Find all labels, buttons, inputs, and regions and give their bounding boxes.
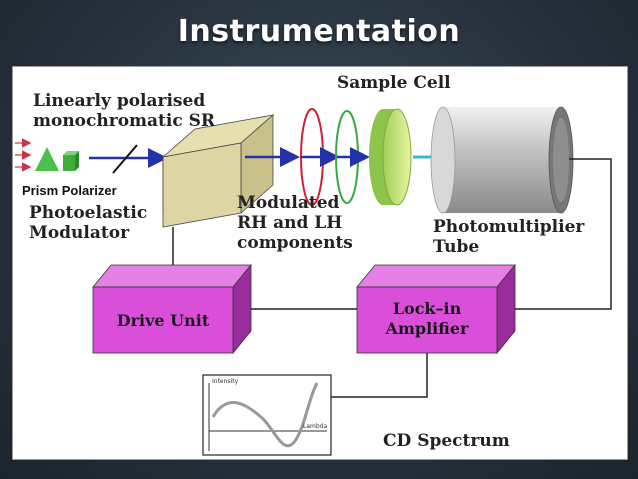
drive-unit-label: Drive Unit [116, 311, 210, 330]
instrument-diagram [15, 106, 612, 456]
label-modulated-components: Modulated RH and LH components [237, 193, 353, 253]
cd-spectrum-graph [202, 374, 332, 456]
label-cd-spectrum: CD Spectrum [383, 431, 510, 451]
photoelastic-modulator [161, 114, 275, 228]
source-arrows [15, 138, 32, 172]
label-prism-polarizer: Prism Polarizer [22, 183, 117, 198]
graph-y-label: Intensity [212, 378, 239, 385]
label-sample-cell: Sample Cell [337, 73, 451, 93]
label-photomultiplier-tube: Photomultiplier Tube [433, 217, 585, 257]
photomultiplier-tube [430, 106, 574, 214]
graph-x-label: Lambda [303, 423, 328, 430]
prism-triangle [35, 147, 59, 171]
polarization-slash [112, 144, 138, 174]
polarizer-cube [63, 151, 79, 171]
slide-title: Instrumentation [177, 14, 461, 49]
label-source: Linearly polarised monochromatic SR [33, 91, 216, 131]
sample-cell [369, 108, 412, 206]
lock-in-amplifier-label: Lock–in Amplifier [385, 299, 469, 338]
drive-unit-box [92, 263, 252, 355]
diagram-panel: Linearly polarised monochromatic SR Pris… [12, 66, 628, 460]
lock-in-amplifier-box [356, 263, 516, 355]
label-photoelastic-modulator: Photoelastic Modulator [29, 203, 148, 243]
cd-spectrum-curve [211, 382, 319, 448]
